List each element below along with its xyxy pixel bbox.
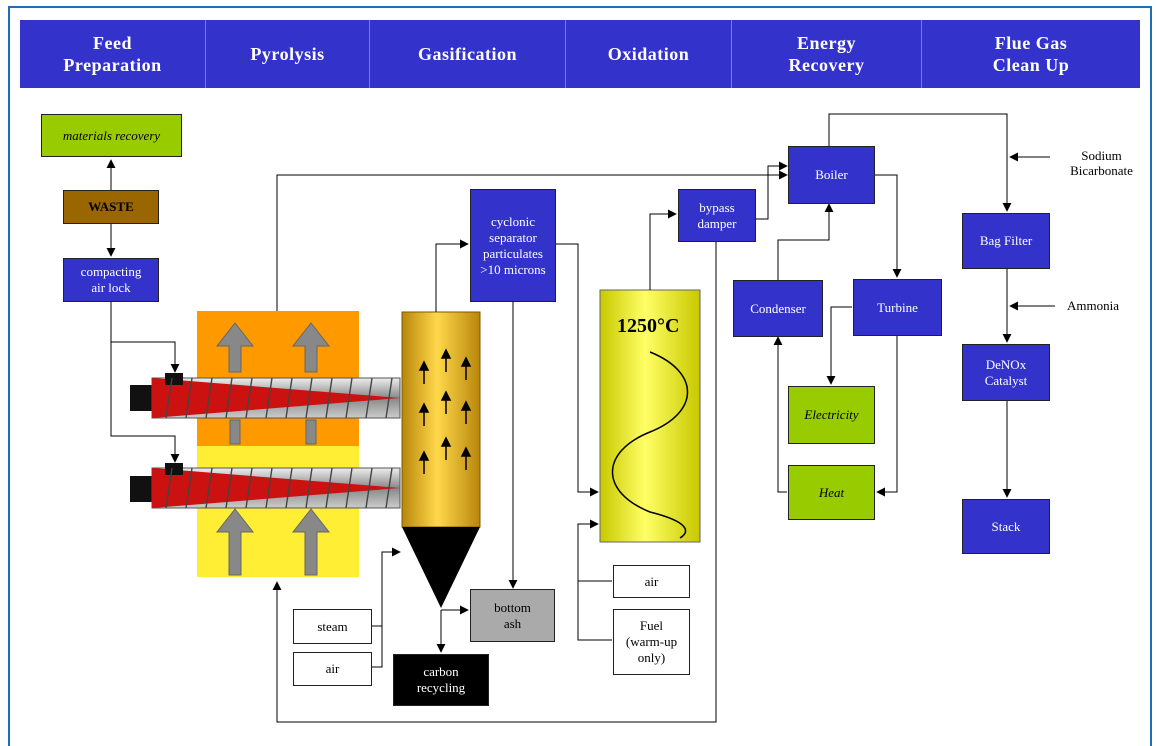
- stage-oxidation: Oxidation: [566, 20, 732, 88]
- bottom-ash-box: bottom ash: [470, 589, 555, 642]
- cyclonic-separator-box: cyclonic separator particulates >10 micr…: [470, 189, 556, 302]
- waste-box: WASTE: [63, 190, 159, 224]
- stack-box: Stack: [962, 499, 1050, 554]
- screw-conveyor-upper: [130, 373, 401, 419]
- oxidation-temperature-label: 1250°C: [617, 315, 680, 337]
- ammonia-label: Ammonia: [1067, 298, 1119, 313]
- pyrolysis-chamber-lower: [197, 446, 359, 577]
- compacting-air-lock-box: compacting air lock: [63, 258, 159, 302]
- pyrolysis-heat-arrows: [215, 322, 331, 576]
- steam-input-box: steam: [293, 609, 372, 644]
- stage-pyrolysis: Pyrolysis: [206, 20, 370, 88]
- stage-header: Feed Preparation Pyrolysis Gasification …: [20, 20, 1140, 88]
- boiler-box: Boiler: [788, 146, 875, 204]
- stage-flue-gas-clean-up: Flue Gas Clean Up: [922, 20, 1140, 88]
- denox-catalyst-box: DeNOx Catalyst: [962, 344, 1050, 401]
- fuel-input-box: Fuel (warm-up only): [613, 609, 690, 675]
- air-input-gasifier-box: air: [293, 652, 372, 686]
- stage-energy-recovery: Energy Recovery: [732, 20, 922, 88]
- carbon-recycling-box: carbon recycling: [393, 654, 489, 706]
- bag-filter-box: Bag Filter: [962, 213, 1050, 269]
- heat-box: Heat: [788, 465, 875, 520]
- materials-recovery-box: materials recovery: [41, 114, 182, 157]
- stage-gasification: Gasification: [370, 20, 566, 88]
- process-graphics: [106, 113, 1055, 723]
- gasifier-column: [401, 311, 481, 608]
- air-input-oxidizer-box: air: [613, 565, 690, 598]
- sodium-bicarbonate-label: Sodium Bicarbonate: [1070, 148, 1133, 178]
- turbine-box: Turbine: [853, 279, 942, 336]
- bypass-damper-box: bypass damper: [678, 189, 756, 242]
- diagram-frame: [8, 6, 1152, 746]
- electricity-box: Electricity: [788, 386, 875, 444]
- oxidation-reactor: [599, 289, 701, 543]
- screw-conveyor-lower: [130, 463, 401, 509]
- stage-feed-preparation: Feed Preparation: [20, 20, 206, 88]
- condenser-box: Condenser: [733, 280, 823, 337]
